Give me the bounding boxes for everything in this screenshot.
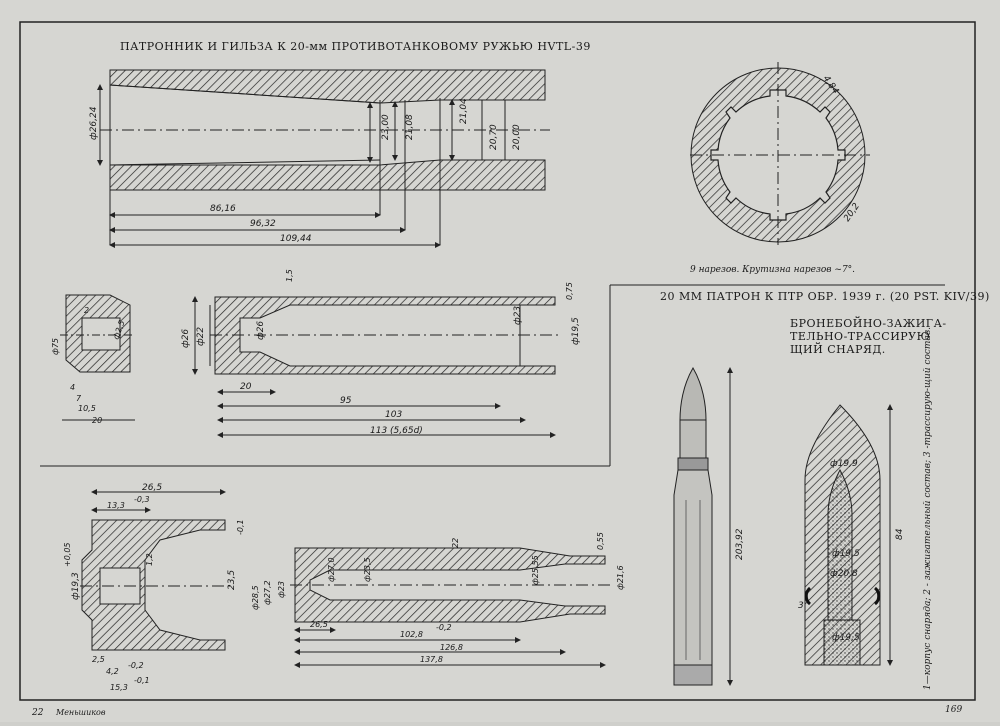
svg-text:ф19,5: ф19,5	[571, 317, 581, 345]
svg-text:137,8: 137,8	[420, 655, 443, 664]
dim-l3: 109,44	[280, 234, 312, 244]
cartridge-drawing: 203,92	[673, 367, 745, 686]
case-bottom-drawing: ф28,5 ф27,2 ф23 ф27,0 ф23,5 22 ф25,55 0,…	[251, 532, 625, 668]
svg-text:126,8: 126,8	[440, 643, 463, 652]
svg-text:4,2: 4,2	[106, 667, 119, 676]
svg-text:102,8: 102,8	[400, 630, 423, 639]
svg-text:10,5: 10,5	[78, 404, 96, 413]
svg-text:ф23: ф23	[513, 306, 523, 325]
svg-text:113 (5,65d): 113 (5,65d)	[370, 426, 423, 436]
case-head-bottom: 26,5 13,3 -0,3 23,5 -0,1 ф19,3 +0,05 1,2…	[63, 483, 245, 692]
svg-text:2: 2	[84, 306, 89, 315]
dim-l2: 96,32	[250, 219, 276, 229]
svg-text:23,5: 23,5	[227, 570, 237, 590]
svg-text:20: 20	[240, 382, 252, 392]
svg-text:ЩИЙ СНАРЯД.: ЩИЙ СНАРЯД.	[790, 342, 886, 356]
footer-left-name: Меньшиков	[55, 708, 106, 717]
svg-text:ф23: ф23	[277, 581, 286, 598]
svg-text:2,5: 2,5	[92, 655, 105, 664]
svg-text:-0,1: -0,1	[134, 676, 150, 685]
svg-text:-0,2: -0,2	[436, 623, 452, 632]
svg-text:15,3: 15,3	[110, 683, 128, 692]
svg-text:ф20,8: ф20,8	[830, 569, 858, 579]
svg-text:ТЕЛЬНО-ТРАССИРУЮ: ТЕЛЬНО-ТРАССИРУЮ	[790, 330, 930, 343]
case-head-detail: ф75 4 7 10,5 20 2 ф2,5	[51, 294, 135, 425]
svg-text:7: 7	[76, 394, 82, 403]
svg-text:ф26: ф26	[256, 321, 266, 340]
svg-text:103: 103	[385, 410, 402, 420]
svg-text:-0,3: -0,3	[134, 495, 150, 504]
svg-text:ф22: ф22	[196, 327, 206, 346]
svg-text:ф26: ф26	[181, 329, 191, 348]
dim-d1: 23,00	[381, 114, 391, 140]
svg-text:4: 4	[70, 383, 75, 392]
svg-text:ф28,5: ф28,5	[251, 585, 260, 610]
dim-d3: 21,04	[459, 98, 469, 124]
svg-text:0,55: 0,55	[596, 532, 605, 550]
svg-text:ф75: ф75	[51, 338, 60, 355]
case-top-drawing: ф26 ф22 ф26 1,5 ф23 ф19,5 0,75 20 95 103…	[181, 269, 581, 438]
svg-text:203,92: 203,92	[735, 528, 745, 560]
dim-d2: 21,08	[405, 114, 415, 140]
dim-l1: 86,16	[210, 204, 236, 214]
svg-text:26,5: 26,5	[142, 483, 162, 493]
svg-text:22: 22	[451, 538, 460, 548]
chamber-drawing: ф26,24 23,00 21,08 21,04 20,70 20,00 86,…	[89, 69, 550, 248]
svg-text:ф19,5: ф19,5	[832, 633, 860, 643]
svg-text:БРОНЕБОЙНО-ЗАЖИГА-: БРОНЕБОЙНО-ЗАЖИГА-	[790, 316, 947, 330]
page-number: 169	[945, 705, 962, 715]
rifling-note: 9 нарезов. Крутизна нарезов ~7°.	[690, 265, 855, 275]
svg-text:84: 84	[895, 528, 905, 540]
frame	[19, 21, 976, 701]
svg-text:ф19,3: ф19,3	[71, 572, 81, 600]
footer-left-num: 22	[31, 708, 44, 718]
svg-text:-0,2: -0,2	[128, 661, 144, 670]
svg-text:ф23,5: ф23,5	[363, 557, 372, 582]
dim-d5: 20,00	[512, 124, 522, 150]
legend-text: 1—корпус снаряда; 2 - зажигательный сост…	[923, 327, 933, 690]
svg-text:1,5: 1,5	[285, 269, 294, 282]
svg-text:ф27,2: ф27,2	[263, 580, 272, 605]
svg-text:0,75: 0,75	[565, 282, 574, 300]
svg-text:+0,05: +0,05	[63, 542, 72, 567]
svg-text:1,2: 1,2	[145, 553, 154, 566]
svg-text:ф19,9: ф19,9	[830, 459, 858, 469]
svg-text:13,3: 13,3	[107, 501, 125, 510]
svg-text:ф19,5: ф19,5	[832, 549, 860, 559]
rifling-section: 4,84 20,2 9 нарезов. Крутизна нарезов ~7…	[690, 62, 870, 275]
svg-text:ф21,6: ф21,6	[616, 565, 625, 590]
projectile-section: 84 ф19,9 ф19,5 ф20,8 ф19,5 3 1—корпус сн…	[798, 327, 933, 690]
dim-d4: 20,70	[489, 124, 499, 150]
svg-text:26,5: 26,5	[310, 620, 328, 629]
svg-text:3: 3	[798, 601, 804, 611]
svg-text:-0,1: -0,1	[236, 519, 245, 535]
svg-text:ф27,0: ф27,0	[327, 557, 336, 582]
dim-d-main: ф26,24	[89, 106, 99, 140]
cartridge-title: 20 ММ ПАТРОН К ПТР ОБР. 1939 г. (20 PST.…	[660, 290, 990, 303]
svg-text:ф25,55: ф25,55	[531, 555, 540, 585]
main-title: ПАТРОННИК И ГИЛЬЗА К 20-мм ПРОТИВОТАНКОВ…	[120, 40, 591, 53]
svg-text:95: 95	[340, 396, 352, 406]
